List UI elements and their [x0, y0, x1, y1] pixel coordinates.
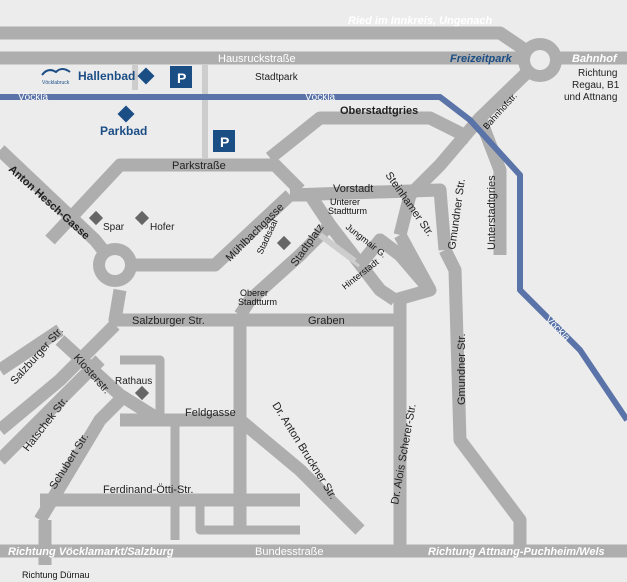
label-salzburger-h: Salzburger Str. [132, 315, 205, 327]
roundabout-east [518, 38, 562, 82]
dir-duernau: Richtung Dürnau [22, 570, 90, 580]
label-oetti: Ferdinand-Ötti-Str. [103, 484, 193, 496]
logo-text: Vöcklabruck [42, 80, 70, 86]
road-salzburger-diag [0, 320, 120, 435]
dir-right-3: und Attnang [564, 92, 617, 103]
river-label-south: Vöckla [543, 314, 572, 343]
road-steinhamer [394, 231, 436, 294]
label-bundesstrasse: Bundesstraße [255, 546, 323, 558]
road-oetti-loop [195, 500, 300, 535]
parkbad-marker [117, 105, 135, 123]
road-vorstadt [289, 183, 452, 251]
label-stadtplatz: Stadtplatz [289, 222, 327, 269]
road-klosterstr [55, 335, 164, 426]
roundabout-west [93, 243, 137, 287]
road-salzburger-left [0, 324, 64, 376]
river-label-east: Vöckla [305, 92, 335, 103]
parking-sign-north [170, 66, 192, 88]
road-gmundner [439, 247, 527, 545]
road-hatschek [0, 355, 105, 465]
hofer-marker [134, 210, 150, 226]
road-parkstrasse [45, 158, 305, 245]
label-muehlbach: Mühlbachgasse [224, 201, 287, 264]
label-bahnhof: Bahnhof [572, 53, 618, 65]
road-jungmair [318, 232, 362, 268]
label-parkstrasse: Parkstraße [172, 160, 226, 172]
parking-symbol-south: P [220, 134, 229, 150]
parking-sign-south [213, 130, 235, 152]
spar-marker [88, 210, 104, 226]
label-unterer-1: Unterer [330, 197, 360, 207]
label-oberer-1: Oberer [240, 288, 268, 298]
road-network [0, 26, 627, 565]
label-feldgasse: Feldgasse [185, 407, 236, 419]
label-oberer-2: Stadtturm [238, 297, 277, 307]
stadtsaal-marker [276, 235, 292, 251]
label-rathaus: Rathaus [115, 376, 152, 387]
label-hofer: Hofer [150, 222, 175, 233]
rathaus-marker [134, 385, 150, 401]
road-bruckner [233, 320, 365, 535]
label-parkbad: Parkbad [100, 124, 147, 138]
road-bahnhofstr [393, 55, 545, 237]
road-stadtplatz-west [234, 220, 335, 319]
parking-symbol-north: P [177, 70, 186, 86]
road-oberstadtgries [265, 111, 473, 164]
dir-right-1: Richtung [578, 68, 617, 79]
label-spar: Spar [103, 222, 125, 233]
river-label-west: Vöckla [18, 92, 48, 103]
label-freizeitpark: Freizeitpark [450, 53, 513, 65]
label-stadtpark: Stadtpark [255, 72, 299, 83]
label-gmundner-1: Gmundner Str. [446, 178, 468, 251]
label-graben: Graben [308, 315, 345, 327]
label-attnang: Richtung Attnang-Puchheim/Wels [428, 546, 605, 558]
label-oberstadtgries: Oberstadtgries [340, 105, 418, 117]
river-voeckla [0, 94, 627, 422]
label-gmundner-2: Gmundner Str. [456, 333, 468, 405]
road-hinterstadt [354, 233, 437, 307]
road-rathaus [120, 355, 165, 420]
label-hausruck: Hausruckstraße [218, 53, 296, 65]
road-muehlbachgasse [115, 190, 295, 272]
label-unterstadtgries: Unterstadtgries [486, 175, 498, 250]
label-unterer-2: Stadtturm [328, 206, 367, 216]
label-ried: Ried im Innkreis, Ungenach [348, 15, 493, 27]
label-voecklamarkt: Richtung Vöcklamarkt/Salzburg [8, 546, 174, 558]
label-vorstadt: Vorstadt [333, 183, 373, 195]
hallenbad-marker [137, 67, 155, 85]
dir-right-2: Regau, B1 [572, 80, 620, 91]
hallenbad-logo: Vöcklabruck [41, 68, 71, 86]
label-hallenbad: Hallenbad [78, 69, 135, 83]
